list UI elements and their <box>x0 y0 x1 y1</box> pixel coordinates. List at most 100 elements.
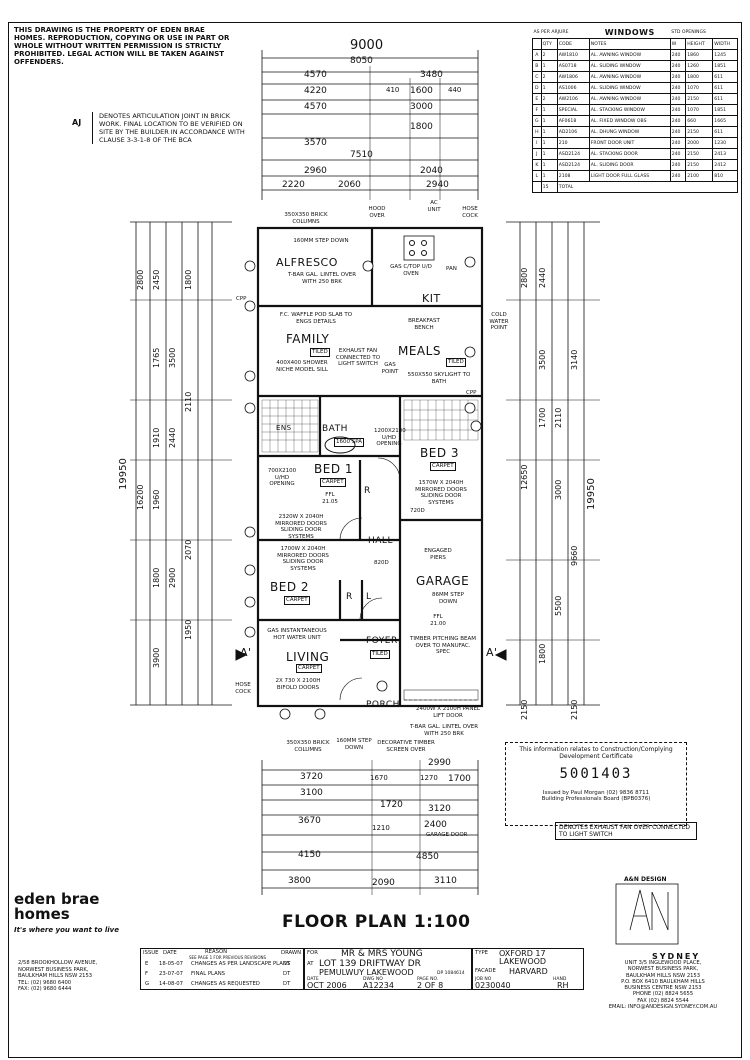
project-lot: LOT 139 DRIFTWAY DR <box>319 959 421 969</box>
dim-bot-14: 3800 <box>288 876 311 886</box>
designer-line-2: Norwest Business Park, <box>627 966 699 973</box>
logo-line-2: homes <box>14 905 70 923</box>
hand-label: HAND <box>553 977 567 982</box>
issue-cell: 18-05-07 <box>159 961 184 967</box>
note-bifold: 2x 730 x 2100h bifold doors <box>275 678 321 691</box>
builder-logo: eden brae homes It's where you want to l… <box>14 892 142 948</box>
issue-cell: G <box>145 981 150 987</box>
dim-top-15: 2040 <box>420 166 443 176</box>
facade-label: FACADE <box>475 968 496 974</box>
note-lintel-alfresco: T-bar gal. lintel over with 250 brk <box>287 272 357 285</box>
room-bed2: BED 2 <box>270 580 310 594</box>
address-line-3: Baulkham Hills NSW 2153 <box>18 973 93 979</box>
designer-line-6: Phone (02) 8824 5655 <box>632 991 694 998</box>
dim-top-3: 4570 <box>304 70 327 80</box>
project-client: MR & MRS YOUNG <box>341 949 423 959</box>
note-pan: PAN <box>446 266 457 272</box>
designer-line-3: Baulkham Hills NSW 2153 <box>625 972 701 979</box>
issue-cell: DT <box>283 961 291 967</box>
issue-note: See page 1 for previous revisions <box>189 955 267 960</box>
note-hot-water: Gas instantaneous hot water unit <box>267 628 327 641</box>
dim-left-13: 1800 <box>152 567 161 588</box>
room-ens: ENS <box>276 424 292 432</box>
designer-line-1: Unit 3/5 Inglewood Place, <box>624 960 702 966</box>
note-garage-lintel: T-bar gal. lintel over with 250 brk <box>409 724 479 737</box>
dim-right-14: 2150 <box>570 699 579 720</box>
drawing-title: FLOOR PLAN 1:100 <box>282 912 471 932</box>
note-hood: Hood over <box>368 206 386 219</box>
room-garage: GARAGE <box>416 574 470 588</box>
room-family: FAMILY <box>286 332 330 346</box>
note-step-down-alfresco: 160mm step down <box>293 238 349 244</box>
dim-right-3: 3500 <box>538 349 547 370</box>
note-shower-niche: 400x400 shower niche model sill <box>276 360 328 373</box>
note-tiled-family: TILED <box>310 348 330 357</box>
exhaust-legend: Denotes exhaust fan over connected to li… <box>555 822 697 840</box>
note-gas-cooktop: Gas c/top u/d oven <box>390 264 432 277</box>
room-living: LIVING <box>286 650 330 664</box>
dim-bot-6: 3100 <box>300 788 323 798</box>
windows-total-label: TOTAL <box>556 181 739 193</box>
certificate-stamp: This information relates to Construction… <box>505 742 687 826</box>
job-value: 0230040 <box>475 981 511 990</box>
note-tiled-meals: TILED <box>446 358 466 367</box>
project-dwg: A12234 <box>363 981 394 990</box>
dim-left-10: 19950 <box>118 458 129 490</box>
issue-cell: F <box>145 971 149 977</box>
issue-cell: Final plans <box>191 971 226 977</box>
dim-left-3: 1800 <box>184 269 193 290</box>
note-carpet-bed1: CARPET <box>320 478 346 487</box>
robe-r-bed2: R <box>346 592 353 602</box>
dim-left-6: 2110 <box>184 391 193 412</box>
note-front-columns: 350x350 brick columns <box>286 740 330 753</box>
section-marker-right: A' <box>486 646 498 659</box>
issue-h-drawn: DRAWN <box>281 950 302 956</box>
logo-tagline: It's where you want to live <box>14 926 119 934</box>
issue-h-reason: REASON <box>205 949 228 955</box>
dim-top-overall: 9000 <box>350 38 384 53</box>
designer-line-7: Fax (02) 8824 5544 <box>637 997 689 1004</box>
note-gas-point: Gas point <box>381 362 399 375</box>
dim-bot-12: 4150 <box>298 850 321 860</box>
dim-top-12: 3570 <box>304 138 327 148</box>
windows-label-left: As per Arjure <box>533 29 569 35</box>
issue-cell: DT <box>283 971 291 977</box>
note-bed1-robes: 2320w x 2040h mirrored doors sliding doo… <box>275 514 327 540</box>
dim-top-18: 2940 <box>426 180 449 190</box>
dim-top-4: 3480 <box>420 70 443 80</box>
dim-left-9: 16200 <box>136 484 145 510</box>
dim-left-5: 3500 <box>168 347 177 368</box>
project-block: FOR MR & MRS YOUNG AT LOT 139 DRIFTWAY D… <box>304 948 472 990</box>
address-line-5: Fax: (02) 9680 6444 <box>18 986 72 992</box>
project-suburb: PEMULWUY LAKEWOOD <box>319 968 414 977</box>
room-porch: PORCH <box>366 700 400 710</box>
note-opening-700: 700x2100 u/hd opening <box>267 468 297 487</box>
type-label: TYPE <box>475 950 489 956</box>
note-carpet-bed3: CARPET <box>430 462 456 471</box>
windows-cell: 2150 <box>685 126 714 138</box>
note-step-porch: 160mm step down <box>336 738 372 751</box>
note-lift-door: 2400W x 2100H panel lift door <box>416 706 480 719</box>
note-timber-beam: Timber pitching beam over to manufac. sp… <box>410 636 476 655</box>
note-exhaust: Exhaust fan connected to light switch <box>335 348 381 367</box>
windows-title: WINDOWS <box>604 27 655 37</box>
issue-cell: 14-08-07 <box>159 981 184 987</box>
dim-bot-13: 4850 <box>416 852 439 862</box>
dim-right-6: 2110 <box>554 407 563 428</box>
dim-left-14: 3900 <box>152 647 161 668</box>
note-bed2-robes: 1700w x 2040h mirrored doors sliding doo… <box>277 546 329 572</box>
dim-bot-5: 1700 <box>448 774 471 784</box>
dim-bot-2: 1670 <box>370 774 388 782</box>
note-engaged-piers: Engaged piers <box>424 548 452 561</box>
dim-top-13: 7510 <box>350 150 373 160</box>
robe-l: L <box>366 592 372 602</box>
logo-line-1: eden brae <box>14 890 100 908</box>
windows-total-row: 15 TOTAL <box>532 181 739 193</box>
note-carpet-living: CARPET <box>296 664 322 673</box>
project-page-label: PAGE NO. <box>417 977 439 982</box>
